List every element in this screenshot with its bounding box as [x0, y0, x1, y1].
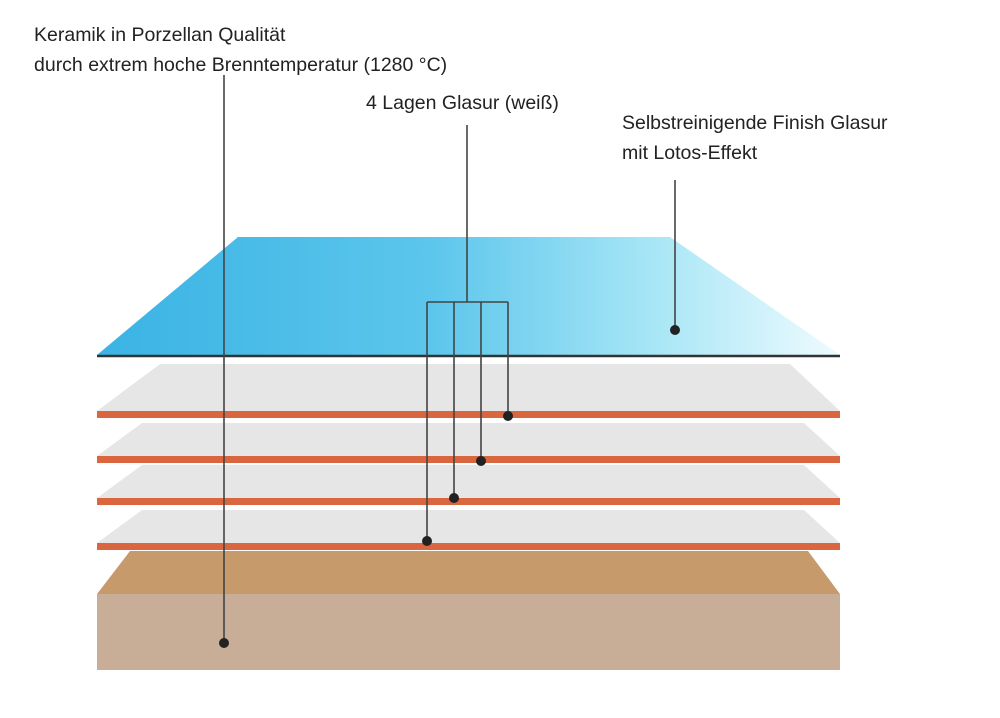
glaze-layer-2 [97, 423, 840, 463]
glaze-layer-1-edge [97, 411, 840, 418]
glaze-dot-4 [422, 536, 432, 546]
ceramic-base-front [97, 594, 840, 670]
glaze-label: 4 Lagen Glasur (weiß) [366, 88, 559, 118]
glaze-label-line1: 4 Lagen Glasur (weiß) [366, 92, 559, 114]
finish-label-line1: Selbstreinigende Finish Glasur [622, 112, 888, 134]
glaze-dot-1 [503, 411, 513, 421]
ceramic-label-line2: durch extrem hoche Brenntemperatur (1280… [34, 54, 448, 76]
glaze-dot-2 [476, 456, 486, 466]
glaze-dot-3 [449, 493, 459, 503]
finish-dot [670, 325, 680, 335]
glaze-layer-4-edge [97, 543, 840, 550]
leader-dots [219, 325, 680, 648]
finish-label: Selbstreinigende Finish Glasur mit Lotos… [622, 108, 888, 168]
ceramic-base-top [97, 551, 840, 594]
ceramic-dot [219, 638, 229, 648]
glaze-layer-2-edge [97, 456, 840, 463]
glaze-layer-4 [97, 510, 840, 550]
finish-label-line2: mit Lotos-Effekt [622, 142, 758, 164]
leader-lines [223, 75, 676, 643]
ceramic-base [97, 551, 840, 670]
finish-layer [97, 237, 840, 358]
glaze-layer-1 [97, 364, 840, 418]
ceramic-label: Keramik in Porzellan Qualität durch extr… [34, 20, 447, 80]
ceramic-label-line1: Keramik in Porzellan Qualität [34, 24, 286, 46]
glaze-layer-3 [97, 465, 840, 505]
glaze-layer-3-edge [97, 498, 840, 505]
